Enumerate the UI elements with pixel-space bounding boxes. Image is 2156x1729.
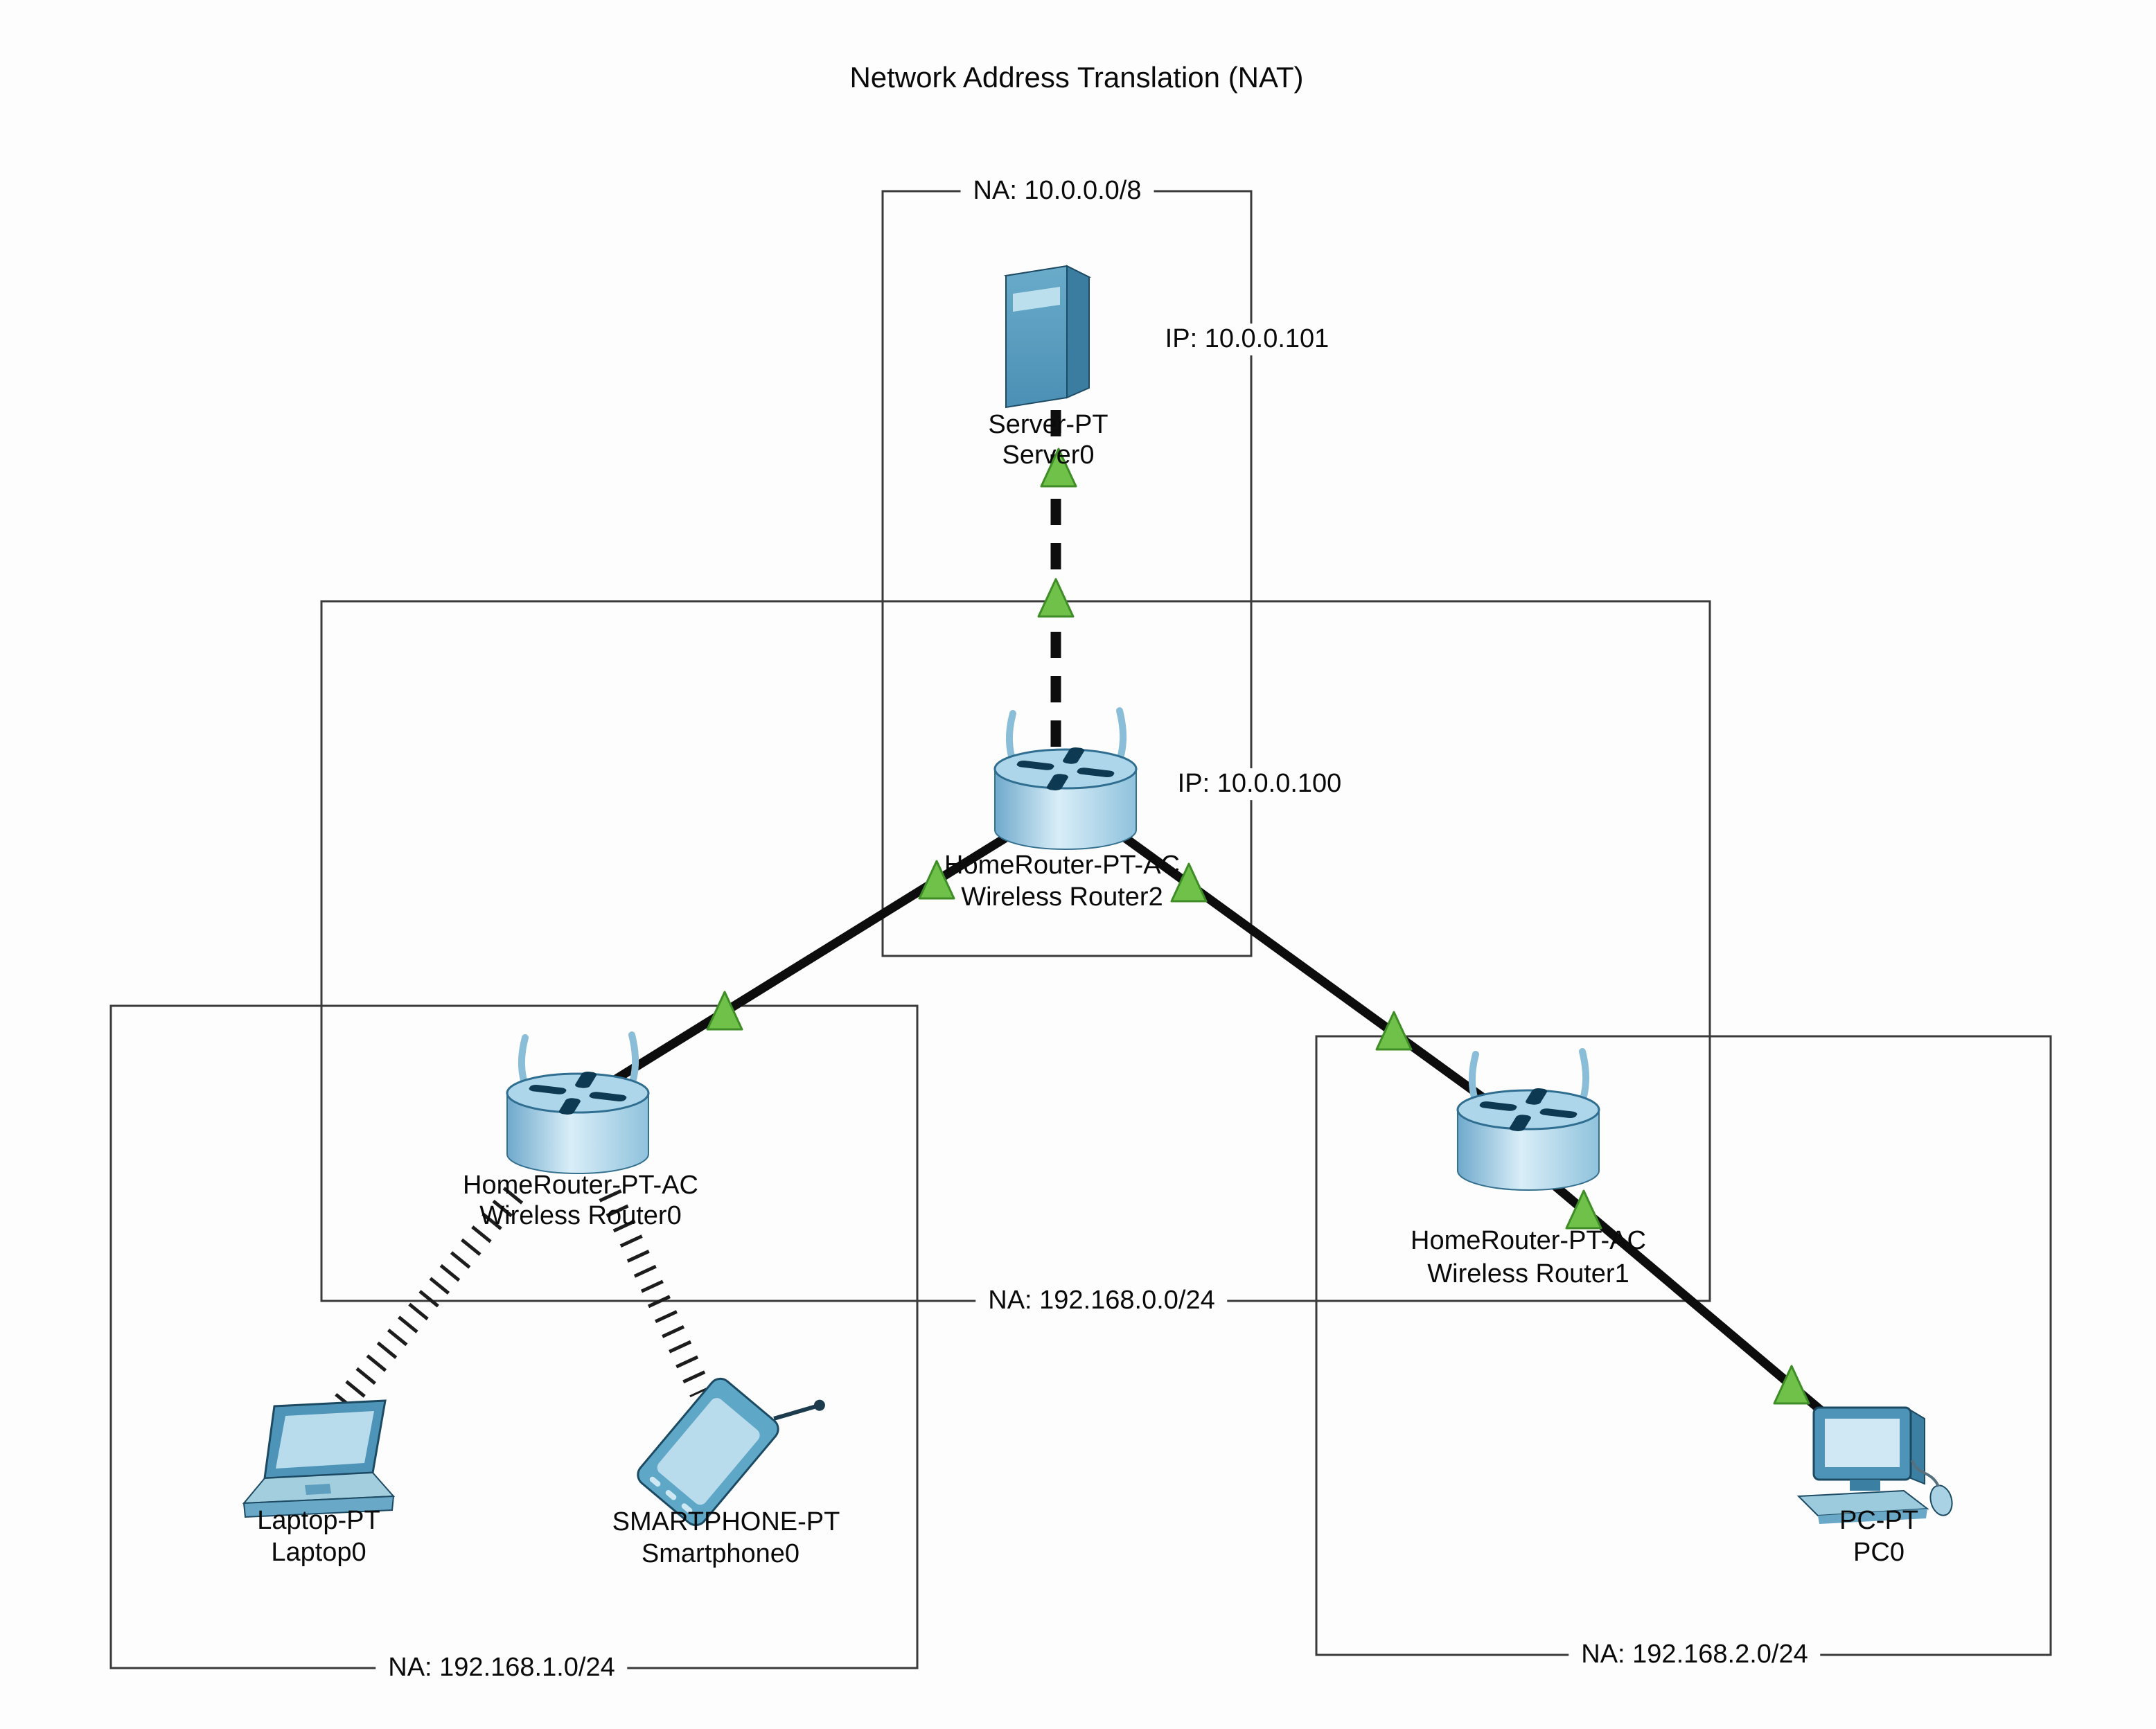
smartphone0-model-label: SMARTPHONE-PT (612, 1507, 840, 1537)
laptop0-model-label: Laptop-PT (257, 1506, 380, 1536)
router2-name-label: Wireless Router2 (961, 883, 1163, 912)
lan0-subnet-label: NA: 192.168.0.0/24 (975, 1285, 1228, 1317)
wan-subnet-label: NA: 10.0.0.0/8 (960, 175, 1154, 207)
router0-model-label: HomeRouter-PT-AC (463, 1171, 698, 1200)
wireless-router2-icon[interactable] (995, 711, 1136, 849)
link-status-up-icon (1037, 578, 1075, 618)
smartphone0-name-label: Smartphone0 (641, 1539, 800, 1569)
pc0-name-label: PC0 (1853, 1538, 1905, 1568)
server0-ip-label: IP: 10.0.0.101 (1152, 323, 1342, 355)
wireless-link-router0-laptop0[interactable] (334, 1187, 524, 1411)
lan2-subnet-label: NA: 192.168.2.0/24 (1569, 1639, 1821, 1671)
lan1-subnet-label: NA: 192.168.1.0/24 (375, 1652, 628, 1684)
smartphone0-icon[interactable] (633, 1339, 827, 1543)
link-status-up-icon (706, 991, 743, 1031)
router1-model-label: HomeRouter-PT-AC (1411, 1226, 1646, 1256)
router0-name-label: Wireless Router0 (479, 1201, 682, 1231)
router2-ip-label: IP: 10.0.0.100 (1165, 768, 1354, 800)
server0-model-label: Server-PT (988, 410, 1108, 440)
server0-name-label: Server0 (1002, 441, 1095, 470)
page-title: Network Address Translation (NAT) (849, 60, 1304, 94)
router2-model-label: HomeRouter-PT-AC (944, 851, 1180, 880)
pc0-model-label: PC-PT (1839, 1506, 1918, 1536)
laptop0-name-label: Laptop0 (271, 1538, 366, 1568)
wireless-link-router0-smartphone0[interactable] (599, 1189, 712, 1398)
laptop0-icon[interactable] (242, 1399, 396, 1518)
router1-name-label: Wireless Router1 (1427, 1259, 1629, 1289)
link-status-up-icon (1375, 1011, 1413, 1051)
link-router2-router0[interactable] (586, 826, 1021, 1100)
pc0-icon[interactable] (1796, 1406, 1955, 1524)
wireless-router0-icon[interactable] (507, 1035, 648, 1173)
server0-icon[interactable] (1003, 265, 1092, 409)
lan2-network-box (1315, 1035, 2052, 1656)
wireless-router1-icon[interactable] (1458, 1052, 1599, 1190)
